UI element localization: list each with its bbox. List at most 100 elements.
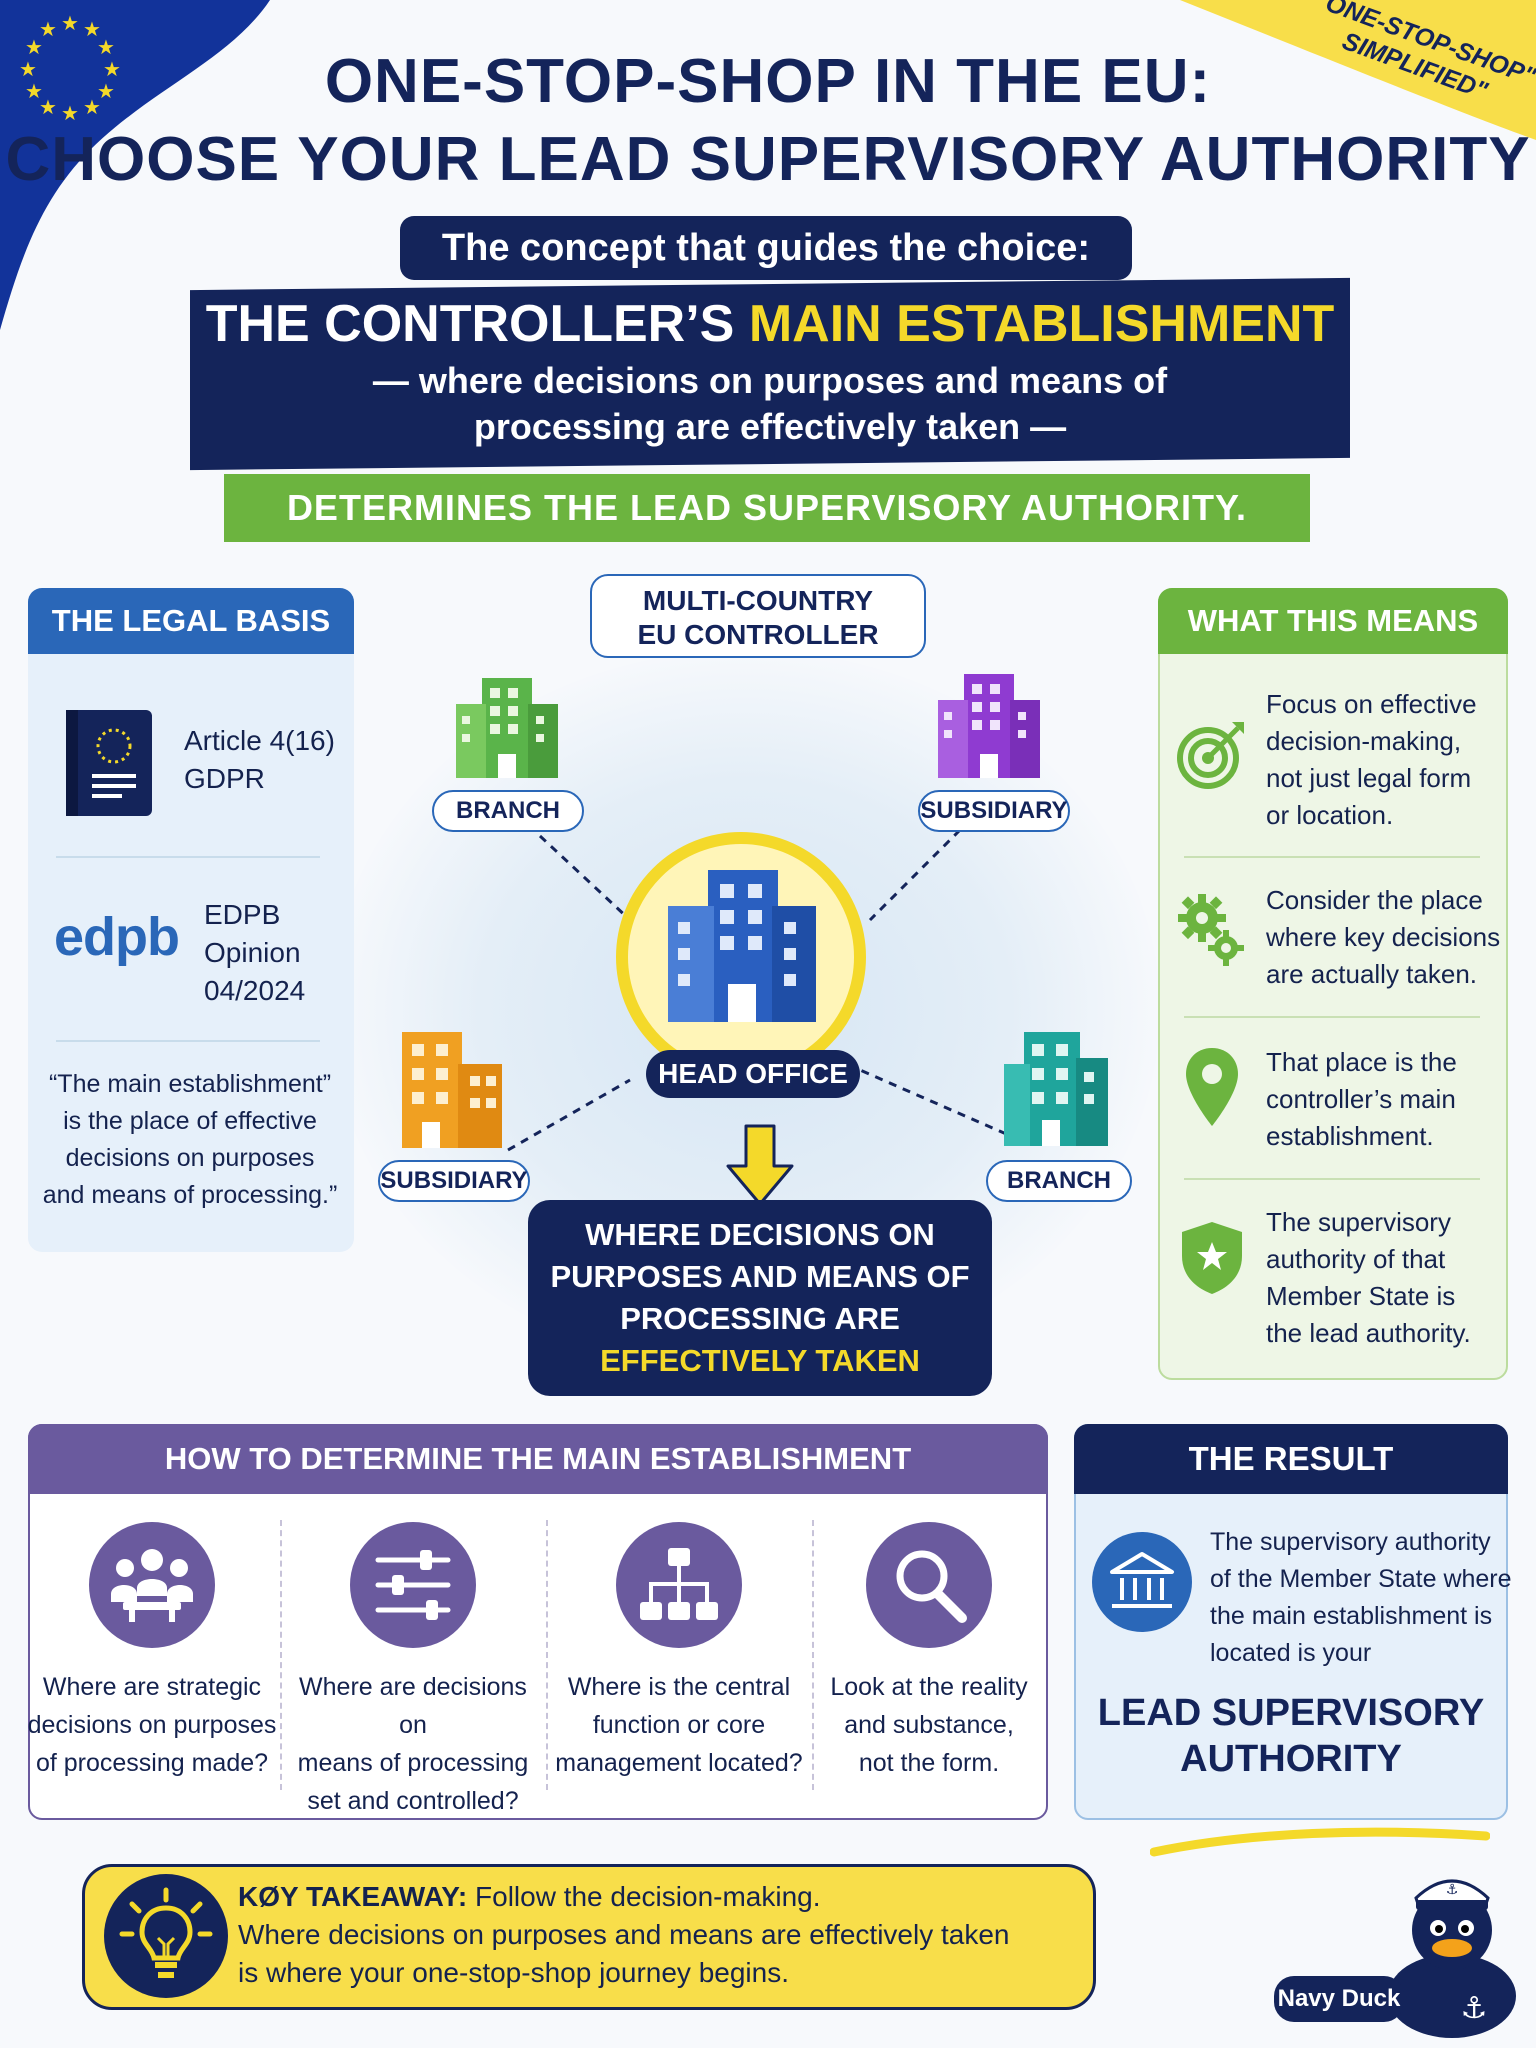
article-line2: GDPR <box>184 763 265 794</box>
gdpr-book-icon <box>66 710 152 816</box>
branch-building-icon <box>456 678 558 778</box>
branch-label-bottom: BRANCH <box>986 1160 1132 1202</box>
key-takeaway-box <box>82 1864 1096 2010</box>
decision-box: WHERE DECISIONS ON PURPOSES AND MEANS OF… <box>528 1200 992 1396</box>
svg-text:★: ★ <box>103 59 121 81</box>
result-line3: the main establishment is <box>1210 1602 1493 1630</box>
subsidiary-label-bottom: SUBSIDIARY <box>378 1160 530 1202</box>
quote-line3: decisions on purposes <box>65 1144 315 1172</box>
legal-divider-1 <box>56 856 320 858</box>
concept-subtitle-line1: — where decisions on purposes and means … <box>372 360 1168 401</box>
subsidiary-building-icon <box>402 1032 502 1148</box>
what-this-means-header: WHAT THIS MEANS <box>1158 588 1508 654</box>
concept-pill: The concept that guides the choice: <box>400 216 1132 280</box>
concept-title: THE CONTROLLER’S MAIN ESTABLISHMENT <box>190 294 1350 354</box>
connector-lines <box>507 828 1021 1152</box>
means-item-1-line3: not just legal form <box>1266 763 1472 793</box>
edpb-line1: EDPB <box>204 899 281 930</box>
branch-label-top: BRANCH <box>432 790 584 832</box>
edpb-reference: EDPB Opinion 04/2024 <box>204 896 305 1010</box>
means-item-2-line2: where key decisions <box>1266 922 1501 952</box>
result-big-line2: AUTHORITY <box>1180 1738 1402 1780</box>
means-item-4-line1: The supervisory <box>1266 1207 1451 1237</box>
how-item-3: Where is the central function or core ma… <box>554 1668 804 1782</box>
takeaway-line2: Where decisions on purposes and means ar… <box>238 1919 1010 1950</box>
svg-text:★: ★ <box>61 13 79 35</box>
concept-title-part1: THE CONTROLLER’S <box>205 295 735 353</box>
takeaway-line1: KØY TAKEAWAY: Follow the decision-making… <box>238 1878 1078 1916</box>
how-item-2: Where are decisions on means of processi… <box>288 1668 538 1820</box>
means-item-1-line2: decision-making, <box>1266 726 1462 756</box>
quote-line1: “The main establishment” <box>48 1070 332 1098</box>
result-line2: of the Member State where <box>1210 1565 1512 1593</box>
means-item-2-line1: Consider the place <box>1266 885 1483 915</box>
sliders-icon <box>375 1550 451 1620</box>
svg-text:★: ★ <box>19 59 37 81</box>
how-icon-circle-4 <box>866 1522 992 1648</box>
head-office-label: HEAD OFFICE <box>646 1050 860 1098</box>
determines-text: DETERMINES THE LEAD SUPERVISORY AUTHORIT… <box>286 487 1248 528</box>
takeaway-label: KØY TAKEAWAY: <box>238 1881 468 1912</box>
means-divider-1 <box>1184 856 1480 858</box>
corner-badge <box>1180 0 1536 140</box>
controller-line2: EU CONTROLLER <box>637 619 879 650</box>
edpb-logo: edpb <box>54 907 180 967</box>
how-item-2-line1: Where are decisions on <box>299 1673 527 1739</box>
legal-divider-2 <box>56 1040 320 1042</box>
how-item-4-line1: Look at the reality <box>830 1673 1028 1701</box>
navy-duck-label: Navy Duck <box>1274 1976 1404 2022</box>
how-divider-2 <box>546 1520 548 1790</box>
concept-subtitle: — where decisions on purposes and means … <box>190 358 1350 450</box>
legal-basis-header: THE LEGAL BASIS <box>28 588 354 654</box>
article-line1: Article 4(16) <box>184 725 335 756</box>
means-item-3: That place is the controller’s main esta… <box>1266 1044 1457 1155</box>
means-divider-2 <box>1184 1016 1480 1018</box>
key-takeaway-text: KØY TAKEAWAY: Follow the decision-making… <box>238 1878 1078 1992</box>
how-item-3-line2: function or core <box>592 1711 766 1739</box>
people-meeting-icon <box>111 1549 193 1622</box>
down-arrow-icon <box>726 1124 794 1206</box>
determines-band <box>224 474 1310 542</box>
how-item-1-line3: of processing made? <box>35 1749 269 1777</box>
eu-flag-corner: ★ ★ ★ ★ ★ ★ ★ ★ ★ ★ ★ ★ <box>0 0 270 330</box>
navy-duck-mascot-icon: ⚓ ⚓ <box>1388 1879 1516 2038</box>
how-item-1: Where are strategic decisions on purpose… <box>27 1668 277 1782</box>
light-bulb-icon <box>119 1887 213 1978</box>
means-item-2-line3: are actually taken. <box>1266 959 1478 989</box>
result-line4: located is your <box>1210 1639 1372 1667</box>
location-pin-icon <box>1186 1048 1238 1126</box>
legal-basis-panel <box>28 588 354 1252</box>
svg-text:⚓: ⚓ <box>1461 1992 1488 2025</box>
how-to-header: HOW TO DETERMINE THE MAIN ESTABLISHMENT <box>28 1424 1048 1494</box>
government-building-icon <box>1092 1532 1192 1632</box>
page-title-line1: ONE-STOP-SHOP IN THE EU: <box>324 47 1212 116</box>
svg-text:★: ★ <box>97 37 115 59</box>
magnifier-icon <box>896 1550 967 1623</box>
svg-text:★: ★ <box>39 19 57 41</box>
how-item-2-line2: means of processing <box>297 1749 529 1777</box>
svg-text:★: ★ <box>83 97 101 119</box>
eu-stars-icon: ★ ★ ★ ★ ★ ★ ★ ★ ★ ★ ★ ★ <box>19 13 121 125</box>
means-item-1-line1: Focus on effective <box>1266 689 1477 719</box>
main-establishment-quote: “The main establishment” is the place of… <box>40 1066 340 1214</box>
result-text: The supervisory authority of the Member … <box>1210 1524 1512 1672</box>
how-item-4-line2: and substance, <box>844 1711 1014 1739</box>
how-item-2-line3: set and controlled? <box>307 1787 519 1815</box>
svg-text:★: ★ <box>25 81 43 103</box>
svg-text:★: ★ <box>25 37 43 59</box>
how-item-3-line3: management located? <box>555 1749 803 1777</box>
svg-text:★: ★ <box>83 19 101 41</box>
result-big-line1: LEAD SUPERVISORY <box>1097 1692 1485 1734</box>
result-header: THE RESULT <box>1074 1424 1508 1494</box>
multi-country-controller-box: MULTI-COUNTRY EU CONTROLLER <box>590 574 926 658</box>
head-office-building-icon <box>668 870 816 1022</box>
concept-title-highlight: MAIN ESTABLISHMENT <box>748 295 1335 353</box>
how-divider-1 <box>280 1520 282 1790</box>
how-item-1-line2: decisions on purposes <box>27 1711 277 1739</box>
subsidiary-building-icon <box>938 674 1040 778</box>
means-item-4-line4: the lead authority. <box>1266 1318 1471 1348</box>
result-line1: The supervisory authority <box>1210 1528 1491 1556</box>
decision-line2: PURPOSES AND MEANS OF <box>550 1259 970 1294</box>
svg-text:⚓: ⚓ <box>1446 1881 1459 1897</box>
means-item-4-line3: Member State is <box>1266 1281 1456 1311</box>
